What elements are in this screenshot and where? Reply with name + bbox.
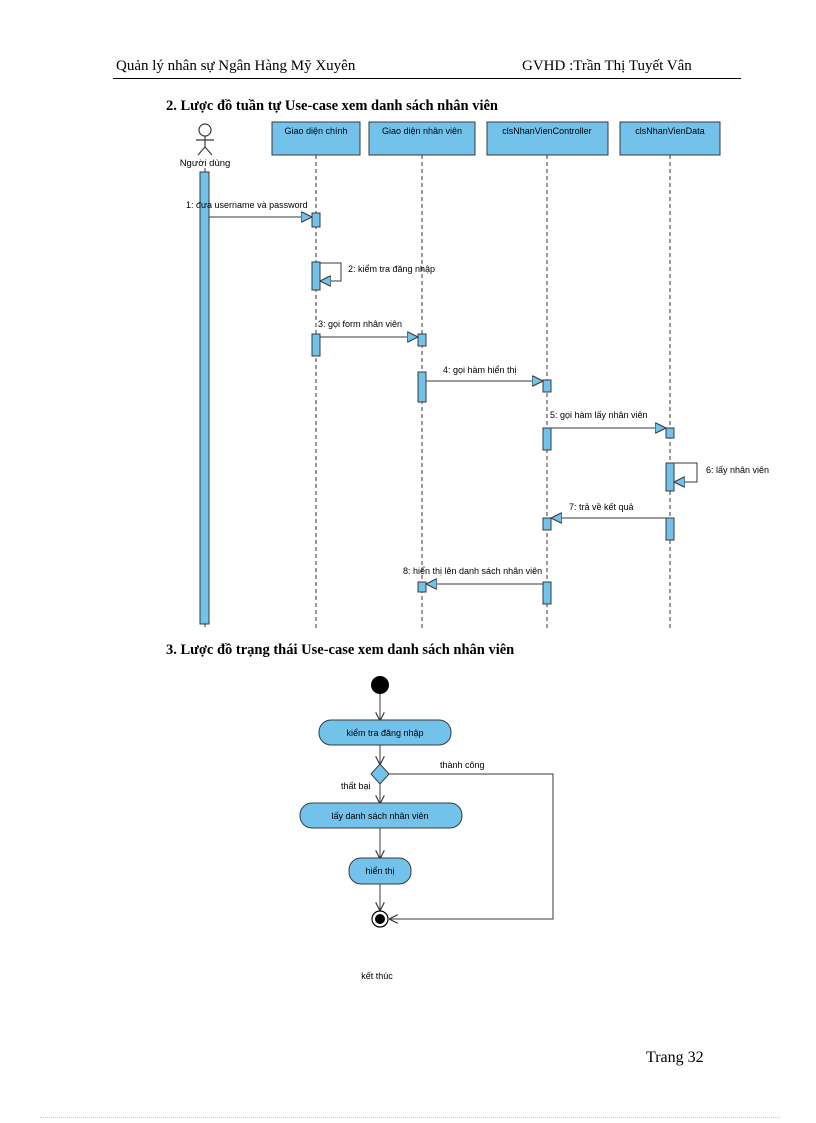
end-label: kết thúc [361,971,393,981]
guard-fail: thất bại [341,781,371,791]
message-label: 7: trả về kết quả [569,502,634,512]
lifeline-label: Giao diện nhân viên [382,126,462,136]
page-bottom-divider [40,1117,780,1118]
actor-label: Người dùng [180,158,231,169]
message-label: 3: gọi form nhân viên [318,319,402,329]
header-left: Quản lý nhân sự Ngân Hàng Mỹ Xuyên [116,58,356,74]
header-right: GVHD :Trần Thị Tuyết Vân [522,58,692,74]
state-label: lấy danh sách nhân viên [331,811,428,821]
state-box: hiển thị [348,857,412,885]
lifeline-label: clsNhanVienData [635,126,704,136]
page-number: Trang 32 [646,1049,704,1066]
lifeline-label: clsNhanVienController [502,126,591,136]
message-label: 4: gọi hàm hiển thị [443,365,517,375]
decision-node [370,763,390,785]
lifeline-label: Giao diện chính [284,126,347,136]
state-box: kiểm tra đăng nhập [318,719,452,746]
lifeline-box: Giao diện nhân viên [368,121,476,156]
lifelines [204,155,671,628]
message-label: 8: hiển thị lên danh sách nhân viên [403,566,542,576]
section-2-title: 2. Lược đồ tuần tự Use-case xem danh sác… [166,98,498,114]
state-box: lấy danh sách nhân viên [299,802,463,829]
message-label: 5: gọi hàm lấy nhân viên [550,410,648,420]
section-3-title: 3. Lược đồ trạng thái Use-case xem danh … [166,642,515,658]
message-label: 6: lấy nhân viên [706,465,769,475]
end-node [371,910,389,928]
activation-bars [199,171,675,625]
lifeline-box: Giao diện chính [271,121,361,156]
state-label: kiểm tra đăng nhập [346,728,423,738]
message-label: 2: kiểm tra đăng nhập [348,264,435,274]
message-arrows [209,217,698,584]
start-node [371,676,389,694]
state-label: hiển thị [365,866,394,876]
actor-icon [196,123,214,156]
guard-success: thành công [440,760,485,770]
header-rule [113,78,741,79]
lifeline-box: clsNhanVienData [619,121,721,156]
message-label: 1: đưa username và password [186,200,308,210]
